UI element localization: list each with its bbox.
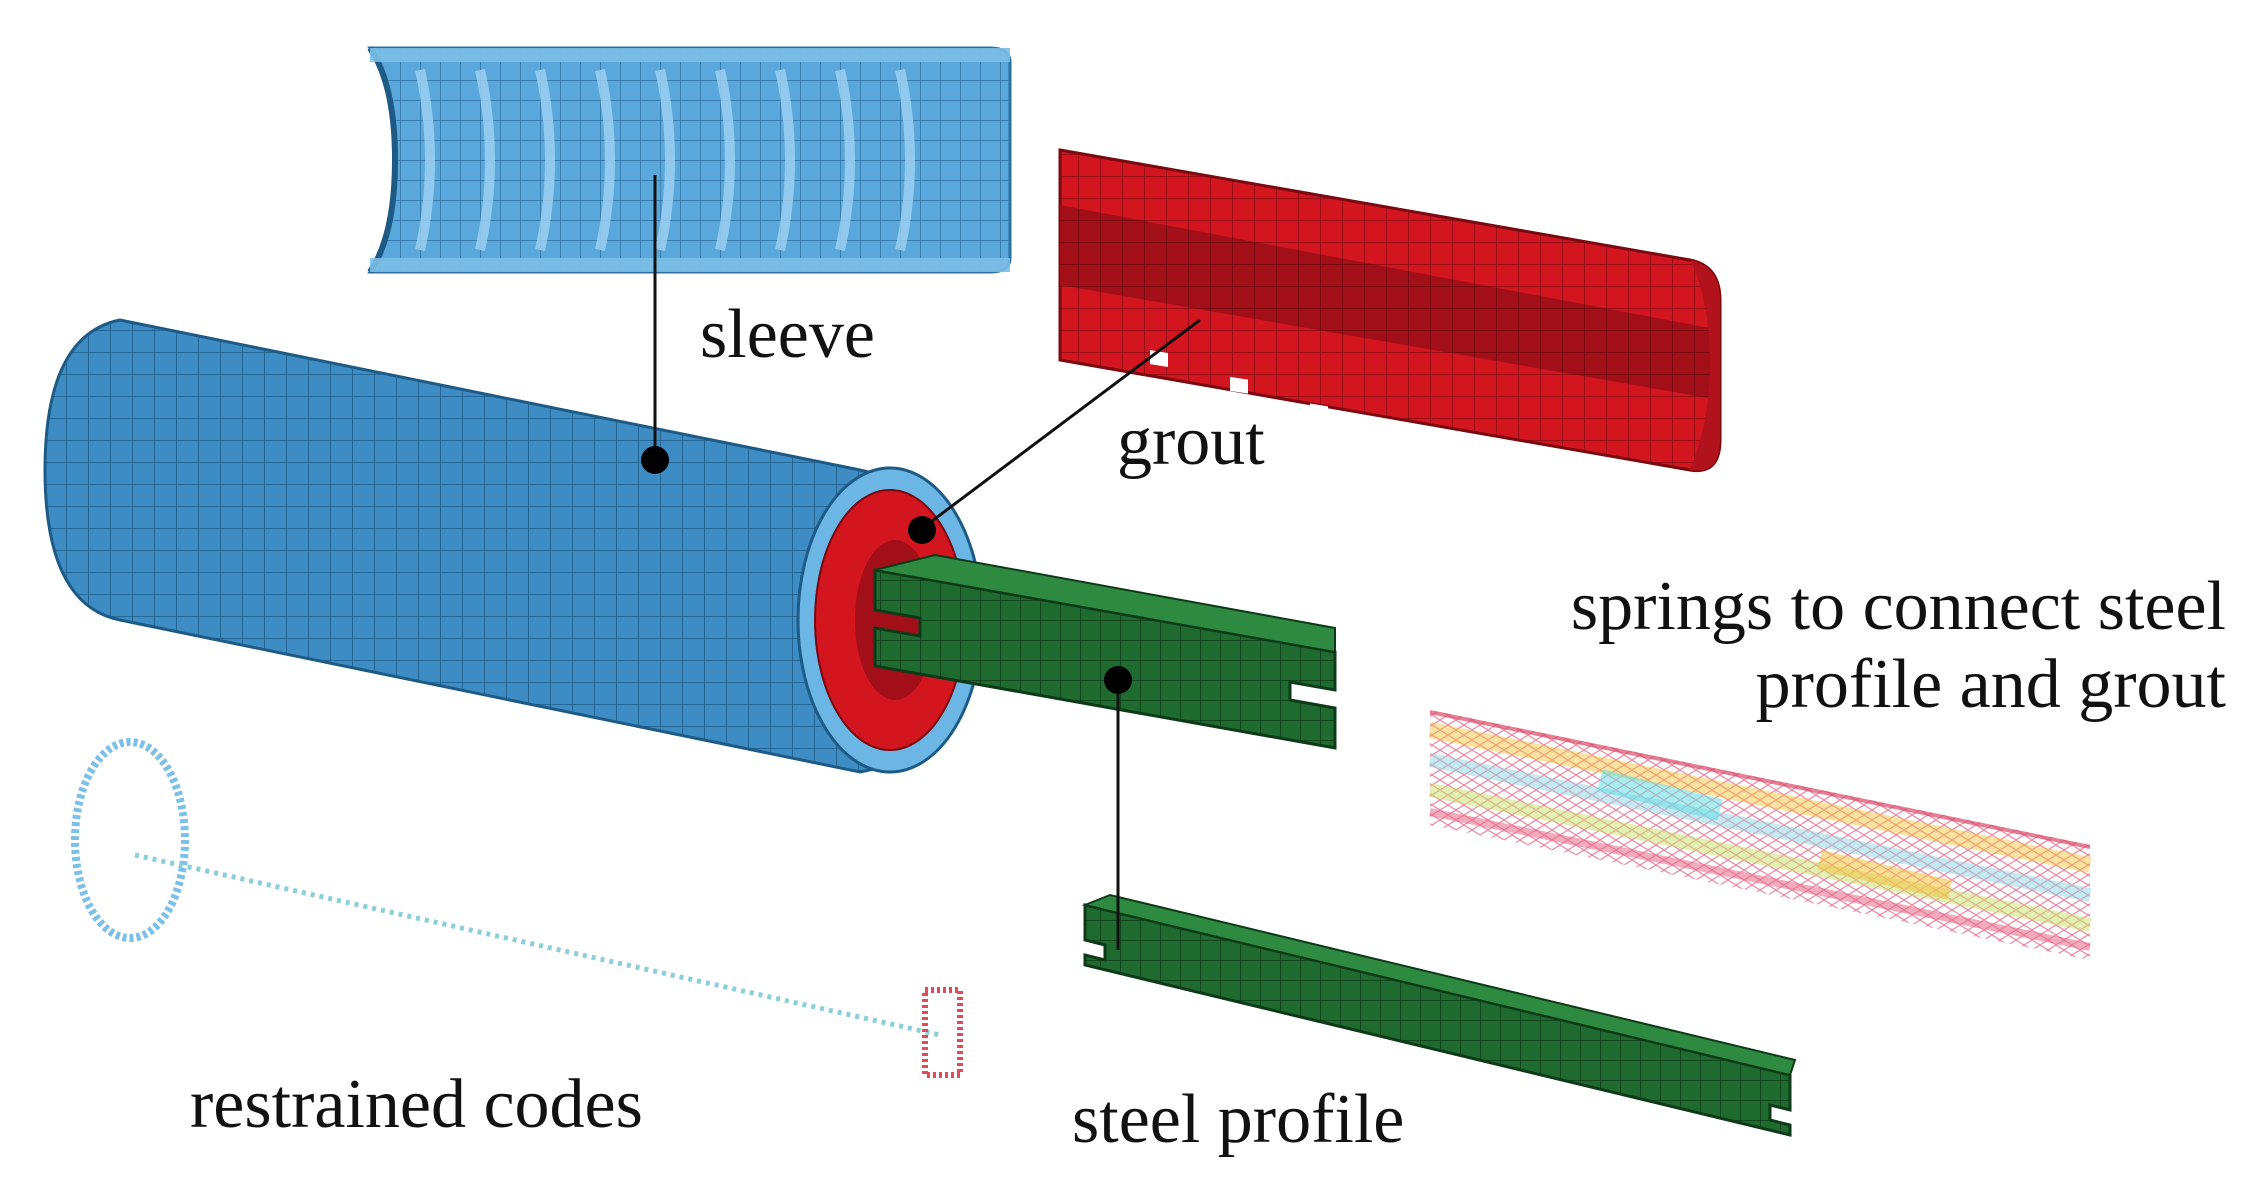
leader-lines <box>653 175 1201 950</box>
steel-profile-inserted <box>873 553 1337 750</box>
restrained-nodes <box>71 738 963 1078</box>
sleeve-label: sleeve <box>700 296 875 373</box>
grout-half-section <box>1058 148 1722 528</box>
springs-label-line1: springs to connect steel <box>1570 568 2226 645</box>
steel-marker-dot <box>1104 666 1132 694</box>
restrained-codes-label: restrained codes <box>190 1066 643 1143</box>
grout-label: grout <box>1117 403 1265 480</box>
sleeve-cylinder <box>43 318 984 774</box>
grout-marker-dot <box>908 516 936 544</box>
springs-bundle <box>1428 710 2092 960</box>
springs-label: springs to connect steel profile and gro… <box>1571 568 2226 725</box>
springs-label-line2: profile and grout <box>1755 646 2226 724</box>
sleeve-half-section <box>367 46 1012 274</box>
steel-profile-separate <box>1081 893 1797 1137</box>
steel-profile-label: steel profile <box>1072 1081 1405 1158</box>
sleeve-marker-dot <box>641 446 669 474</box>
